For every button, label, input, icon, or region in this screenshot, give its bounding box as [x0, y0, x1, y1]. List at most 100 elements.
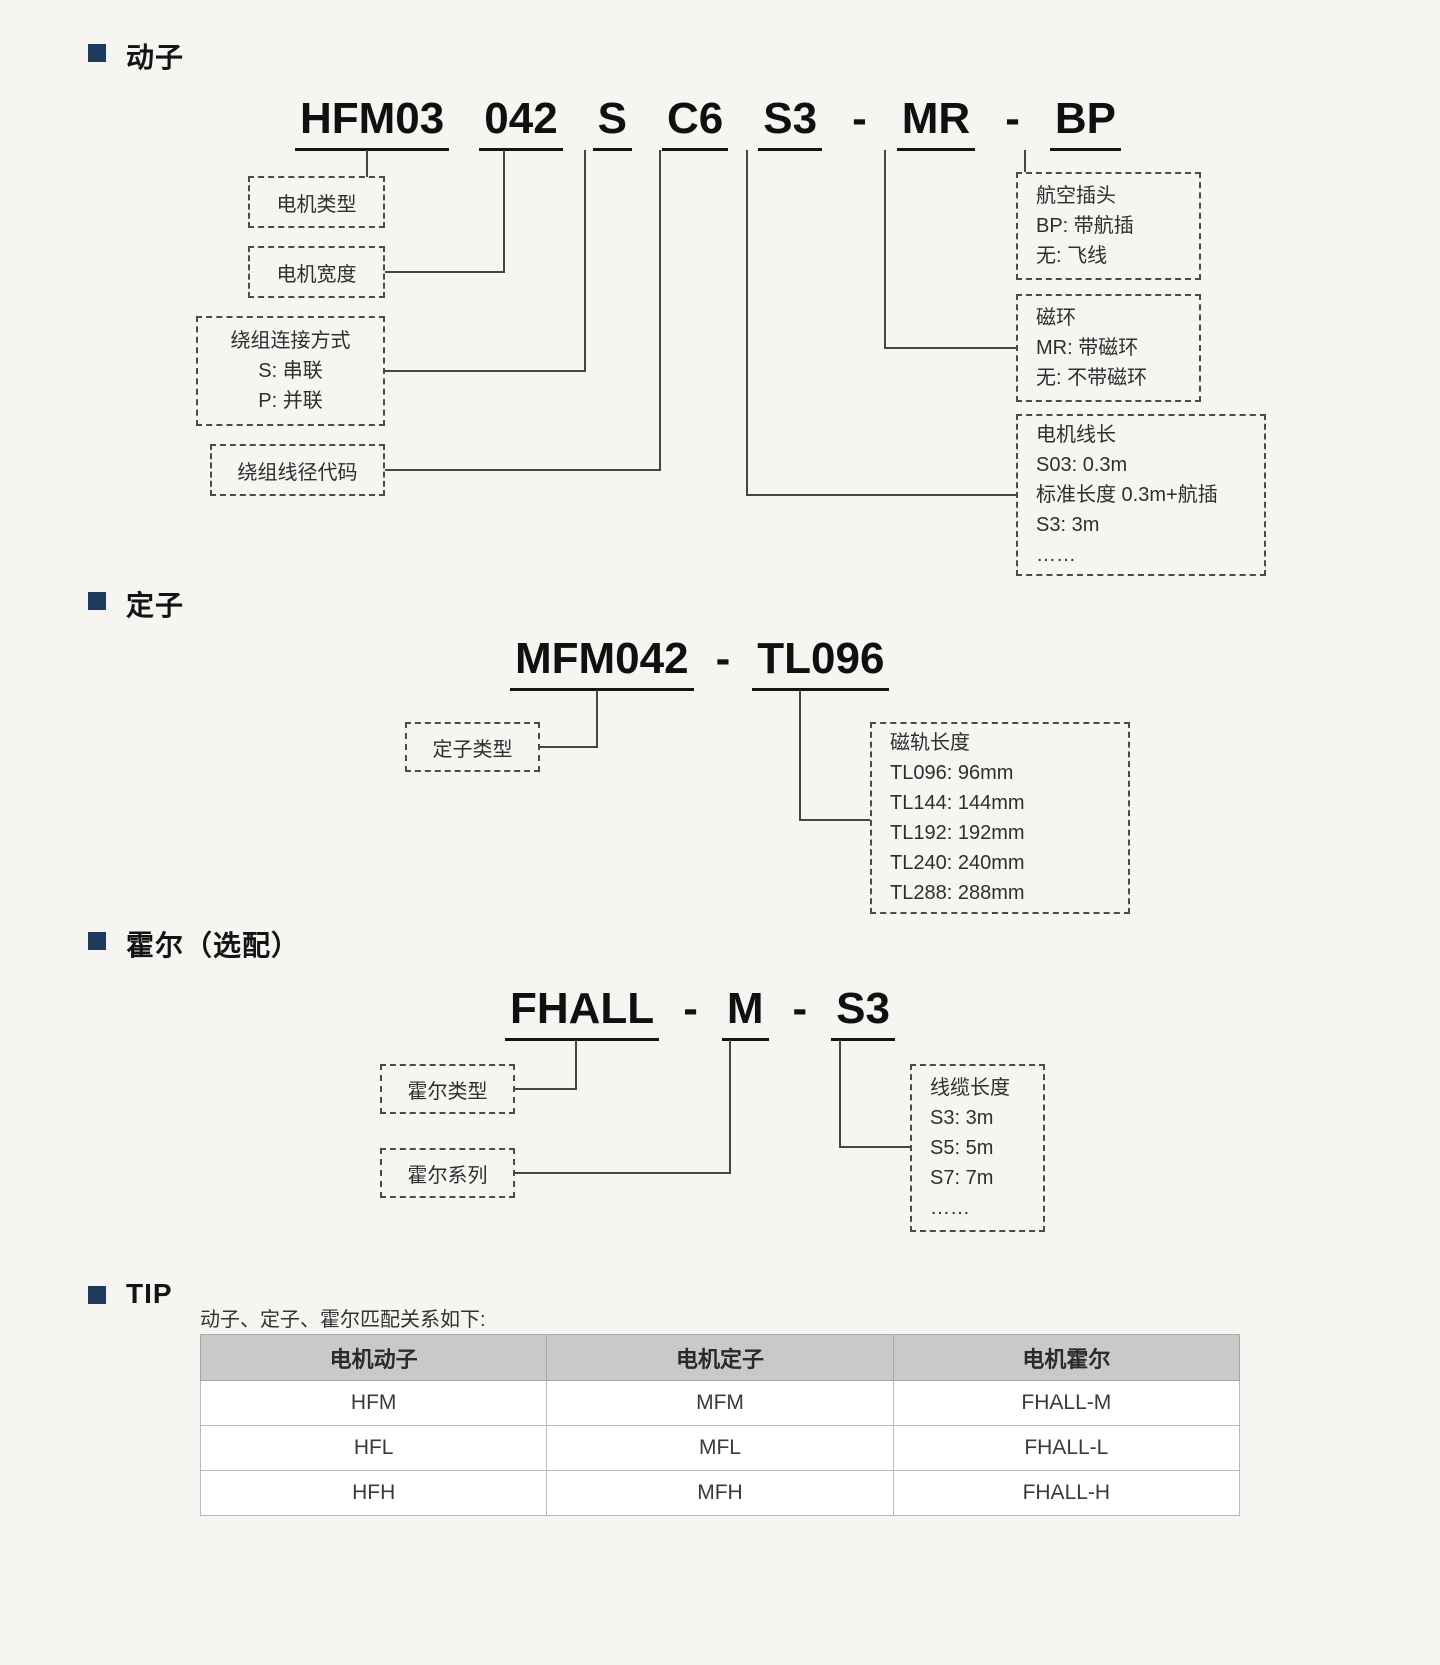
connector-line: [746, 150, 748, 496]
connector-line: [515, 1172, 731, 1174]
code-segment-motor-type: HFM03: [295, 95, 450, 151]
code-dash: -: [852, 94, 867, 143]
connector-line: [884, 150, 886, 349]
connector-line: [839, 1146, 910, 1148]
connector-line: [839, 1040, 841, 1148]
code-segment-winding-connection: S: [592, 95, 633, 151]
stator-part-code: MFM042 - TL096: [510, 634, 890, 691]
table-header-stator: 电机定子: [546, 1334, 894, 1381]
table-row: HFL MFL FHALL-L: [199, 1425, 1241, 1471]
code-segment-hall-series: M: [721, 985, 769, 1041]
hall-part-code: FHALL - M - S3: [505, 985, 895, 1041]
code-segment-wire-gauge: C6: [662, 95, 729, 151]
label-line: 绕组连接方式: [230, 330, 351, 352]
label-line: MR: 带磁环: [1036, 337, 1139, 359]
table-cell: FHALL-M: [892, 1380, 1241, 1426]
code-dash: -: [792, 984, 808, 1033]
label-text: 霍尔类型: [407, 1080, 488, 1103]
label-line: BP: 带航插: [1036, 215, 1134, 237]
label-line: 电机线长: [1036, 424, 1116, 446]
connector-line: [366, 150, 368, 177]
connector-line: [596, 690, 598, 748]
connector-line: [799, 819, 870, 821]
section-bullet-mover: [88, 44, 106, 62]
table-header-hall: 电机霍尔: [892, 1334, 1241, 1381]
label-text: 定子类型: [432, 738, 513, 761]
code-segment-hall-type: FHALL: [505, 985, 660, 1041]
matching-table: 电机动子 电机定子 电机霍尔 HFM MFM FHALL-M HFL MFL F…: [199, 1334, 1241, 1516]
label-line: S: 串联: [258, 360, 323, 382]
label-box-winding-connection: 绕组连接方式 S: 串联 P: 并联: [196, 316, 385, 426]
label-line: 磁轨长度: [890, 732, 970, 754]
section-bullet-tip: [88, 1286, 106, 1304]
section-bullet-hall: [88, 932, 106, 950]
label-line: ……: [1036, 544, 1076, 566]
table-cell: HFL: [199, 1425, 548, 1471]
label-line: 标准长度 0.3m+航插: [1036, 484, 1218, 506]
label-line: TL192: 192mm: [890, 822, 1025, 844]
connector-line: [729, 1040, 731, 1174]
label-line: ……: [930, 1197, 970, 1219]
label-line: 无: 飞线: [1036, 245, 1108, 267]
label-line: TL240: 240mm: [890, 852, 1025, 874]
table-header-mover: 电机动子: [199, 1334, 548, 1381]
label-box-track-length: 磁轨长度 TL096: 96mm TL144: 144mm TL192: 192…: [870, 722, 1130, 914]
mover-part-code: HFM03 042 S C6 S3 - MR - BP: [295, 95, 1121, 151]
label-line: S5: 5m: [930, 1137, 994, 1159]
section-bullet-stator: [88, 592, 106, 610]
label-box-hall-cable-length: 线缆长度 S3: 3m S5: 5m S7: 7m ……: [910, 1064, 1045, 1232]
label-text: 电机类型: [276, 193, 357, 216]
table-row: HFH MFH FHALL-H: [199, 1470, 1241, 1516]
label-line: S3: 3m: [1036, 514, 1100, 536]
label-line: S3: 3m: [930, 1107, 994, 1129]
code-segment-stator-type: MFM042: [510, 635, 694, 691]
table-cell: MFM: [546, 1380, 894, 1426]
label-box-stator-type: 定子类型: [405, 722, 540, 772]
code-dash: -: [683, 984, 698, 1033]
section-title-stator: 定子: [126, 590, 185, 621]
code-segment-hall-cable: S3: [831, 985, 895, 1041]
table-row: HFM MFM FHALL-M: [199, 1380, 1241, 1426]
code-segment-cable-length: S3: [758, 95, 823, 151]
connector-line: [503, 150, 505, 273]
label-line: TL288: 288mm: [890, 882, 1025, 904]
label-text: 霍尔系列: [407, 1164, 488, 1187]
section-title-mover: 动子: [126, 42, 185, 73]
table-cell: MFH: [546, 1470, 894, 1516]
section-title-tip: TIP: [126, 1278, 173, 1309]
label-text: 绕组线径代码: [237, 461, 358, 484]
label-text: 电机宽度: [276, 263, 357, 286]
label-box-hall-series: 霍尔系列: [380, 1148, 515, 1198]
label-box-motor-type: 电机类型: [248, 176, 385, 228]
label-line: TL096: 96mm: [890, 762, 1014, 784]
label-line: S7: 7m: [930, 1167, 994, 1189]
code-dash: -: [1005, 94, 1020, 143]
connector-line: [584, 150, 586, 372]
connector-line: [746, 494, 1016, 496]
label-box-wire-gauge: 绕组线径代码: [210, 444, 385, 496]
code-segment-magnetic-ring: MR: [896, 95, 976, 151]
connector-line: [659, 150, 661, 471]
table-header-row: 电机动子 电机定子 电机霍尔: [199, 1334, 1241, 1381]
connector-line: [385, 370, 586, 372]
connector-line: [385, 469, 661, 471]
label-line: 磁环: [1036, 307, 1076, 329]
label-box-motor-width: 电机宽度: [248, 246, 385, 298]
connector-line: [575, 1040, 577, 1090]
label-box-motor-cable-length: 电机线长 S03: 0.3m 标准长度 0.3m+航插 S3: 3m ……: [1016, 414, 1266, 576]
table-cell: HFM: [199, 1380, 548, 1426]
connector-line: [1024, 150, 1026, 172]
connector-line: [515, 1088, 577, 1090]
code-segment-motor-width: 042: [479, 95, 563, 151]
tip-note: 动子、定子、霍尔匹配关系如下:: [200, 1309, 486, 1331]
label-line: 无: 不带磁环: [1036, 367, 1148, 389]
code-segment-plug: BP: [1049, 95, 1121, 151]
table-cell: MFL: [546, 1425, 894, 1471]
label-line: P: 并联: [258, 390, 323, 412]
label-line: 线缆长度: [930, 1077, 1010, 1099]
code-segment-track-length: TL096: [752, 635, 890, 691]
table-cell: FHALL-H: [892, 1470, 1241, 1516]
code-dash: -: [715, 634, 731, 683]
section-title-hall: 霍尔（选配）: [126, 930, 301, 961]
